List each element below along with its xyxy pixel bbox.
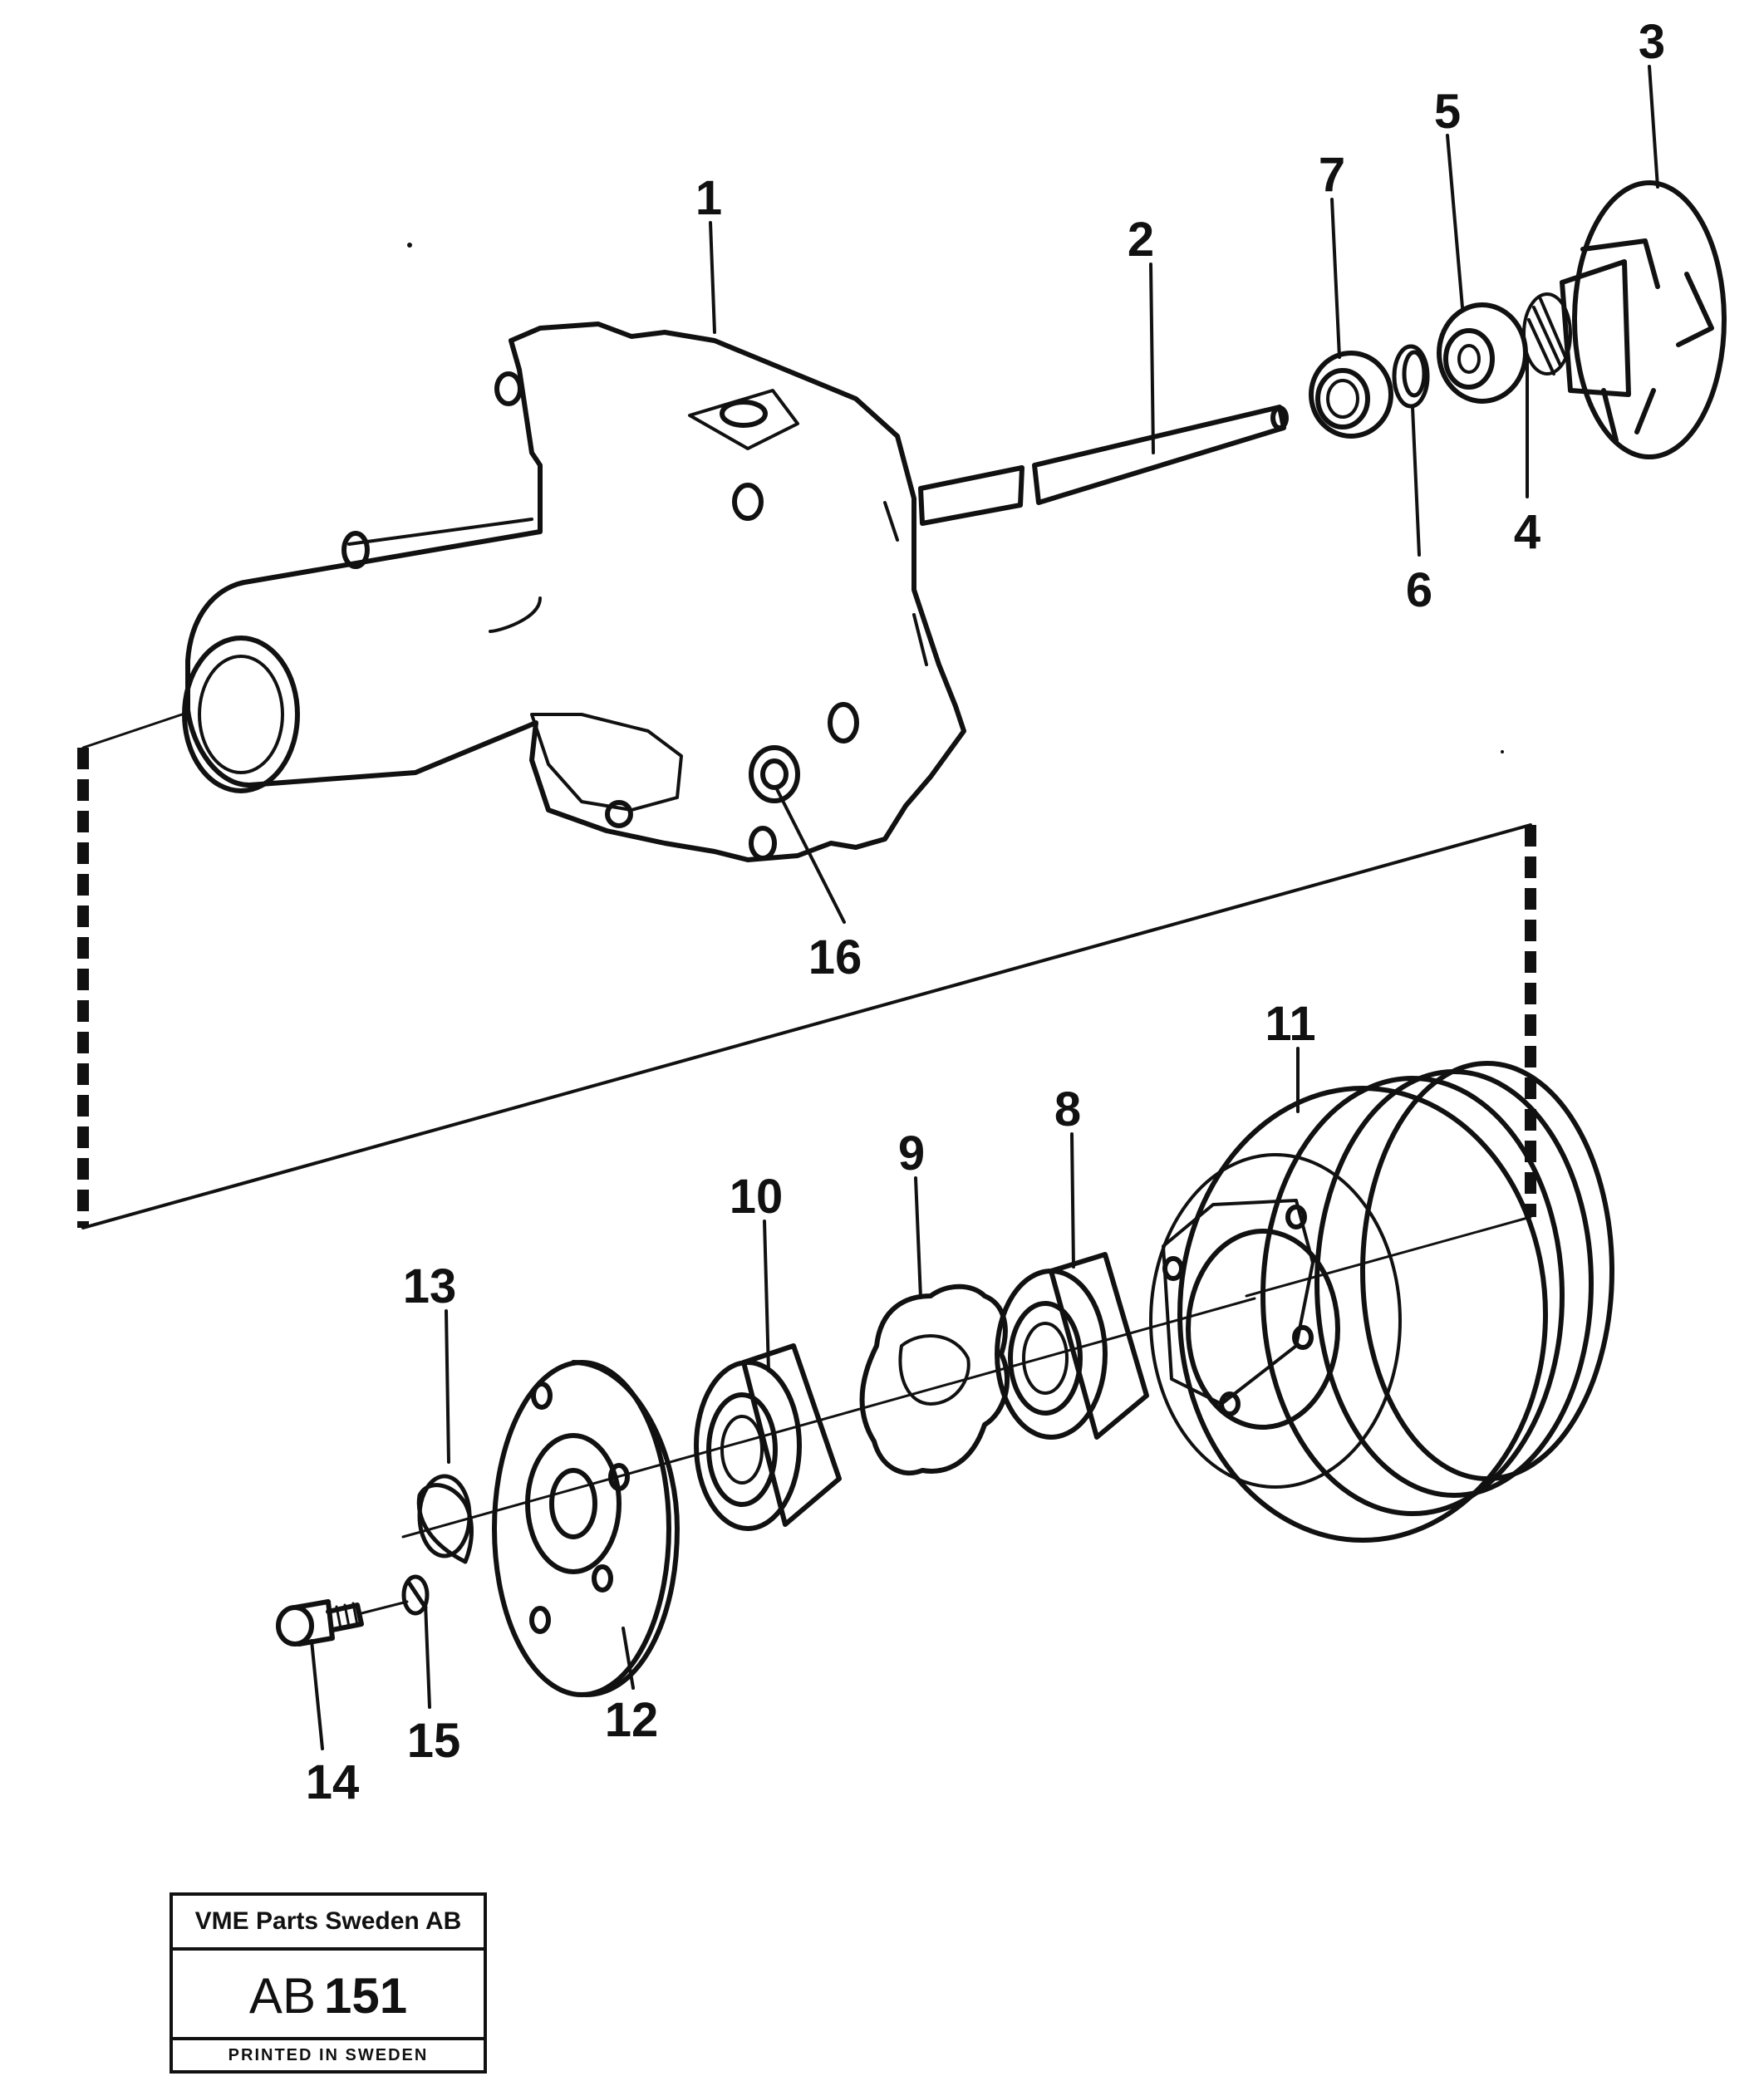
- callout-4: 4: [1514, 505, 1540, 559]
- callout-5: 5: [1434, 85, 1461, 139]
- impeller-3: [1560, 180, 1727, 459]
- callout-2: 2: [1128, 213, 1154, 267]
- callout-13: 13: [403, 1259, 457, 1313]
- ring-6: [1392, 344, 1430, 409]
- scan-speck: [407, 243, 412, 248]
- coupling-9: [859, 1283, 1010, 1476]
- stamp-code-prefix: AB: [248, 1967, 316, 2024]
- callout-15: 15: [407, 1714, 461, 1768]
- bearing-8: [995, 1252, 1149, 1440]
- bearing-10: [694, 1343, 842, 1531]
- callout-11: 11: [1265, 997, 1315, 1051]
- callout-16: 16: [808, 930, 862, 984]
- seal-5: [1437, 302, 1528, 404]
- stamp-company: VME Parts Sweden AB: [173, 1896, 484, 1951]
- bearing-7: [1309, 351, 1393, 439]
- bolt-axis: [360, 1600, 409, 1615]
- leader-lines: [310, 65, 1659, 1750]
- spring-4: [1522, 292, 1572, 375]
- stamp-printed: PRINTED IN SWEDEN: [173, 2037, 484, 2070]
- assembly-axis: [401, 1297, 1256, 1539]
- callout-labels: 1 2 3 4 5 6 7 8 9 10 11 12 13 14 15 16: [306, 15, 1665, 1809]
- parts-stamp: VME Parts Sweden AB AB 151 PRINTED IN SW…: [170, 1892, 487, 2074]
- callout-12: 12: [605, 1693, 659, 1747]
- flange-12: [492, 1360, 680, 1697]
- callout-14: 14: [306, 1755, 360, 1809]
- circlip-13: [416, 1474, 474, 1564]
- stamp-code-number: 151: [323, 1967, 408, 2024]
- stamp-code: AB 151: [173, 1951, 484, 2040]
- assembly-connector: [77, 711, 1536, 1298]
- pulley-11: [1149, 1061, 1614, 1543]
- callout-8: 8: [1054, 1082, 1081, 1136]
- scan-speck: [1501, 750, 1504, 753]
- callout-1: 1: [695, 171, 722, 225]
- callout-7: 7: [1319, 148, 1345, 202]
- callout-10: 10: [730, 1170, 784, 1224]
- callout-6: 6: [1406, 563, 1432, 617]
- callout-9: 9: [898, 1126, 925, 1180]
- callout-3: 3: [1639, 15, 1665, 69]
- washer-15: [401, 1574, 430, 1616]
- pump-shaft: [918, 405, 1289, 526]
- pump-housing: [182, 321, 966, 862]
- bolt-14: [276, 1599, 364, 1647]
